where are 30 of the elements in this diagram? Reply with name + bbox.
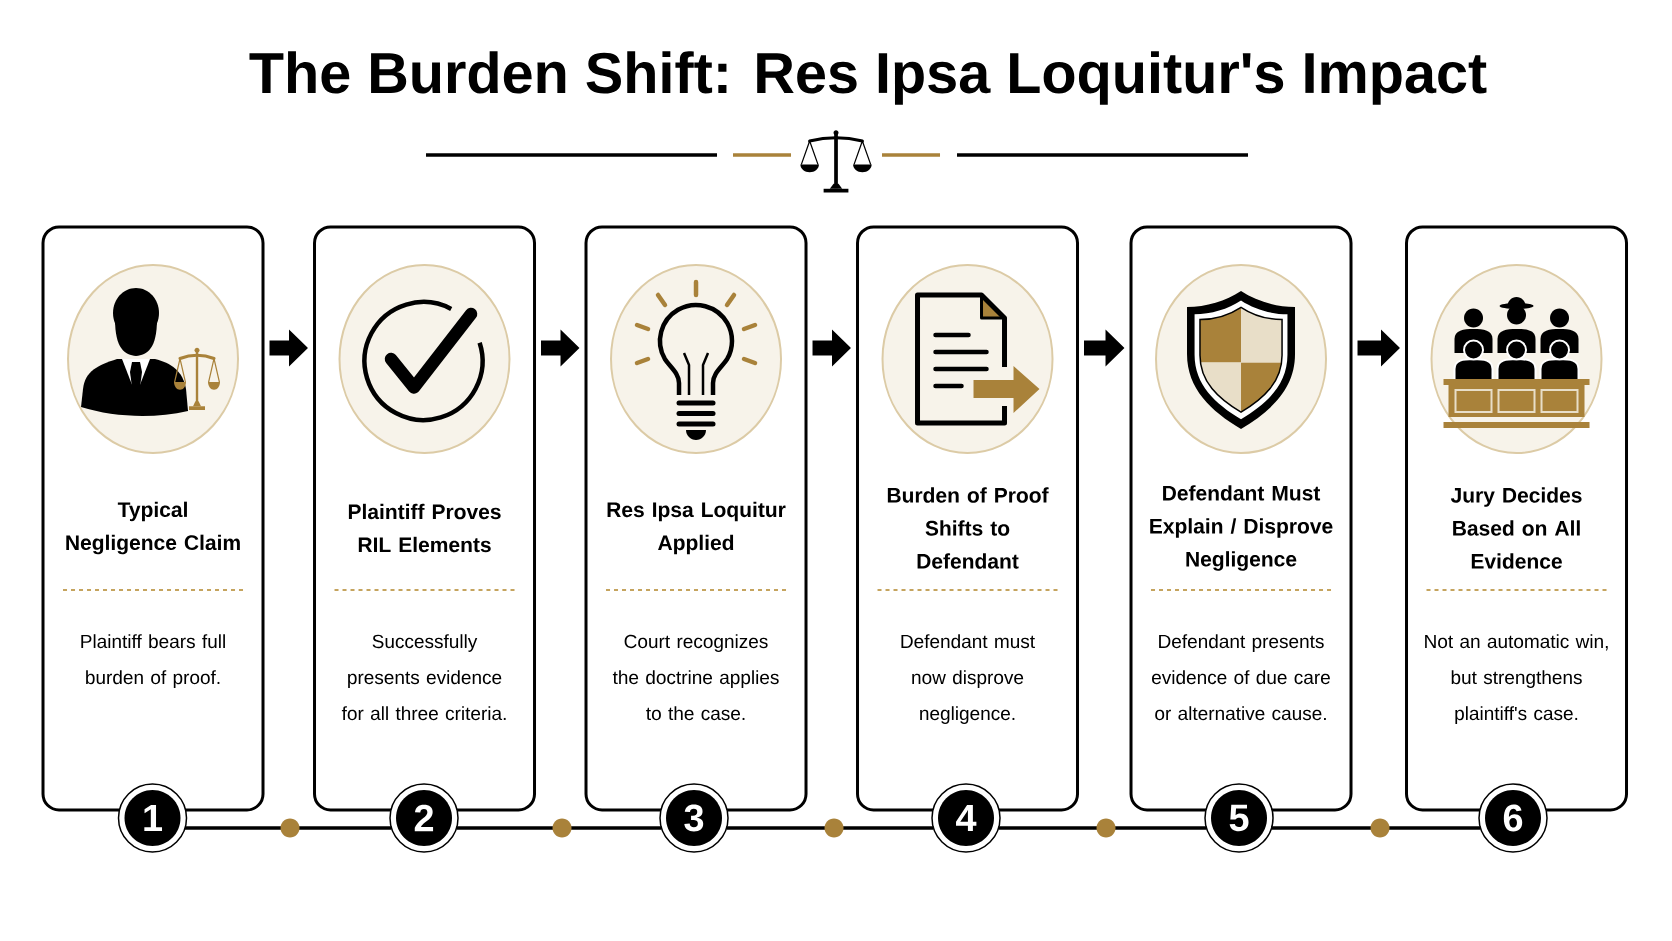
node-label: 4 <box>956 804 977 832</box>
step-description: Not an automatic win, but strengthens plaintiff's case. <box>1425 634 1608 724</box>
step-heading: Jury Decides Based on All Evidence <box>1450 487 1582 569</box>
node-label: 5 <box>1229 804 1249 832</box>
connector-line <box>185 826 392 830</box>
step-description: Plaintiff bears full burden of proof. <box>81 634 225 688</box>
node-label: 1 <box>144 804 163 832</box>
node-label: 6 <box>1503 804 1523 832</box>
step-heading: Defendant Must Explain / Disprove Negligence <box>1150 485 1333 571</box>
step-heading: Plaintiff Proves RIL Elements <box>348 503 501 553</box>
number-badge: 6 <box>1478 783 1548 853</box>
connector-line <box>726 826 934 830</box>
connector-line <box>1271 826 1481 830</box>
number-badge: 5 <box>1204 783 1274 853</box>
node-label: 3 <box>684 804 704 832</box>
title: The Burden Shift: Res Ipsa Loquitur's Impact <box>249 51 1487 105</box>
number-badge: 4 <box>931 783 1001 853</box>
number-badge: 2 <box>389 783 459 853</box>
step-description: Court recognizes the doctrine applies to the case. <box>612 634 779 721</box>
number-badge: 1 <box>117 783 188 853</box>
number-badge: 3 <box>659 783 729 853</box>
step-heading: Burden of Proof Shifts to Defendant <box>887 487 1049 569</box>
connector-line <box>456 826 662 830</box>
connector-line <box>998 826 1207 830</box>
step-description: Successfully presents evidence for all three criteria. <box>341 634 506 721</box>
step-heading: Res Ipsa Loquitur Applied <box>607 501 786 555</box>
node-label: 2 <box>414 804 434 832</box>
step-heading: Typical Negligence Claim <box>66 501 240 555</box>
step-description: Defendant must now disprove negligence. <box>901 634 1035 724</box>
step-description: Defendant presents evidence of due care or alternative cause. <box>1152 634 1330 721</box>
